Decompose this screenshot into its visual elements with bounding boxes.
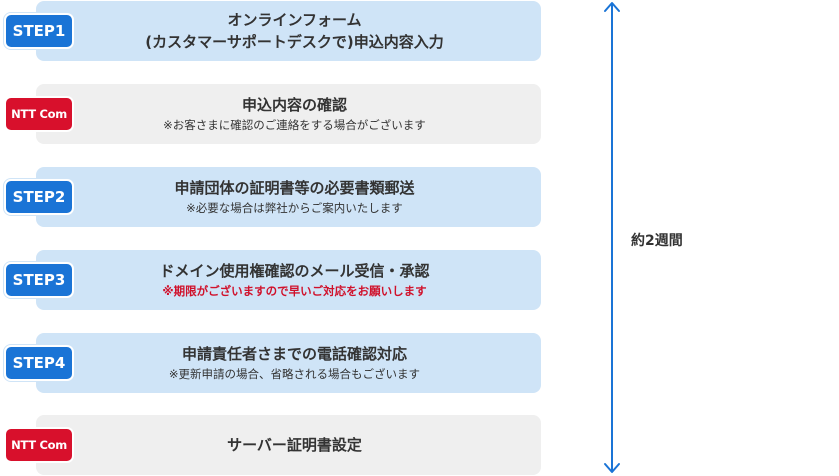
step-3-badge: STEP3 (4, 262, 74, 298)
step-2-badge: STEP2 (4, 179, 74, 215)
step-1-title: オンラインフォーム (カスタマーサポートデスクで)申込内容入力 (145, 9, 443, 53)
step-3-note: ※期限がございますので早いご対応をお願いします (162, 284, 427, 298)
ntt-confirmation-title: 申込内容の確認 (241, 96, 347, 114)
step-4-box: 申請責任者さまでの電話確認対応 ※更新申請の場合、省略される場合もございます (36, 333, 541, 393)
step-1-title-line-1: オンラインフォーム (227, 11, 362, 29)
step-4-title: 申請責任者さまでの電話確認対応 (181, 345, 407, 363)
step-3-title: ドメイン使用権確認のメール受信・承認 (159, 262, 430, 280)
duration-label: 約2週間 (631, 233, 683, 249)
ntt-confirmation-note: ※お客さまに確認のご連絡をする場合がございます (163, 118, 426, 132)
duration-arrow-icon (604, 2, 620, 473)
step-3-box: ドメイン使用権確認のメール受信・承認 ※期限がございますので早いご対応をお願いし… (36, 250, 541, 310)
step-1-title-line-2: (カスタマーサポートデスクで)申込内容入力 (145, 33, 444, 51)
step-4-badge: STEP4 (4, 345, 74, 381)
step-2-box: 申請団体の証明書等の必要書類郵送 ※必要な場合は弊社からご案内いたします (36, 167, 541, 227)
ntt-certificate-setup-title: サーバー証明書設定 (227, 436, 362, 454)
step-1-badge: STEP1 (4, 13, 74, 49)
step-1-box: オンラインフォーム (カスタマーサポートデスクで)申込内容入力 (36, 1, 541, 61)
ntt-certificate-setup-box: サーバー証明書設定 (36, 415, 541, 475)
step-2-note: ※必要な場合は弊社からご案内いたします (186, 201, 403, 215)
ntt-confirmation-box: 申込内容の確認 ※お客さまに確認のご連絡をする場合がございます (36, 84, 541, 144)
step-2-title: 申請団体の証明書等の必要書類郵送 (174, 179, 415, 197)
ntt-com-badge-2: NTT Com (4, 427, 74, 463)
step-4-note: ※更新申請の場合、省略される場合もございます (168, 367, 421, 381)
ntt-com-badge-1: NTT Com (4, 96, 74, 132)
